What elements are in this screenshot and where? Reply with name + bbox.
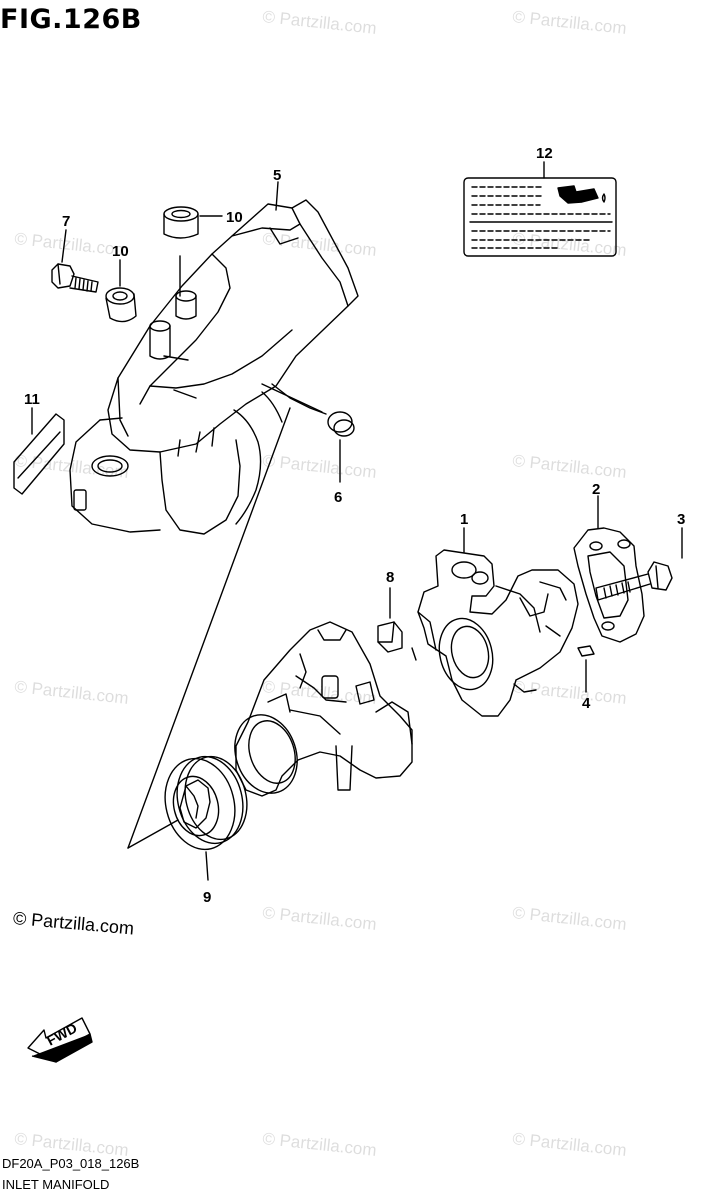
watermark-layer: © Partzilla.com © Partzilla.com © Partzi…: [14, 7, 628, 1160]
part-4-pin: [577, 645, 595, 693]
fwd-arrow-icon: FWD: [27, 1017, 93, 1063]
part-9-pulley: [164, 755, 248, 881]
watermark: © Partzilla.com: [512, 903, 628, 934]
part-12-label-plate: [463, 177, 617, 257]
part-8-nut: [377, 587, 403, 653]
callout-2: 2: [592, 481, 600, 498]
callout-9: 9: [203, 889, 211, 906]
location-guide-lines: [127, 407, 291, 849]
watermark: © Partzilla.com: [512, 451, 628, 482]
leader-lines: [275, 161, 545, 211]
callout-labels: 5 10 7 10 12 11 6 2 1 3 8 4 9: [24, 145, 685, 906]
figure-title: FIG.126B: [0, 4, 142, 35]
watermark: © Partzilla.com: [14, 677, 130, 708]
watermark: © Partzilla.com: [512, 677, 628, 708]
callout-8: 8: [386, 569, 394, 586]
part-10-grommet-lower: [105, 259, 137, 323]
callout-10-lower: 10: [112, 243, 129, 260]
callout-6: 6: [334, 489, 342, 506]
part-1-inlet-manifold: [411, 527, 579, 717]
callout-12: 12: [536, 145, 553, 162]
watermark: © Partzilla.com: [512, 7, 628, 38]
callout-3: 3: [677, 511, 685, 528]
watermark: © Partzilla.com: [262, 903, 378, 934]
part-5-nozzles: [149, 255, 197, 360]
watermark: © Partzilla.com: [262, 451, 378, 482]
callout-11: 11: [24, 391, 40, 408]
watermark: © Partzilla.com: [262, 1129, 378, 1160]
callout-4: 4: [582, 695, 591, 712]
part-6-grommet: [261, 383, 355, 483]
callout-10-upper: 10: [226, 209, 243, 226]
figure-code: DF20A_P03_018_126B: [2, 1156, 140, 1171]
part-2-gasket: [573, 495, 645, 643]
part-3-bolt: [595, 527, 683, 601]
callout-1: 1: [460, 511, 468, 528]
figure-subtitle: INLET MANIFOLD: [2, 1177, 110, 1192]
watermark: © Partzilla.com: [262, 7, 378, 38]
part-5-silencer-case: [69, 199, 359, 535]
part-11-clip: [13, 407, 65, 495]
watermark: © Partzilla.com: [512, 1129, 628, 1160]
part-10-grommet-upper: [163, 206, 223, 239]
callout-7: 7: [62, 213, 70, 230]
callout-5: 5: [273, 167, 281, 184]
part-7-bolt: [51, 229, 99, 293]
